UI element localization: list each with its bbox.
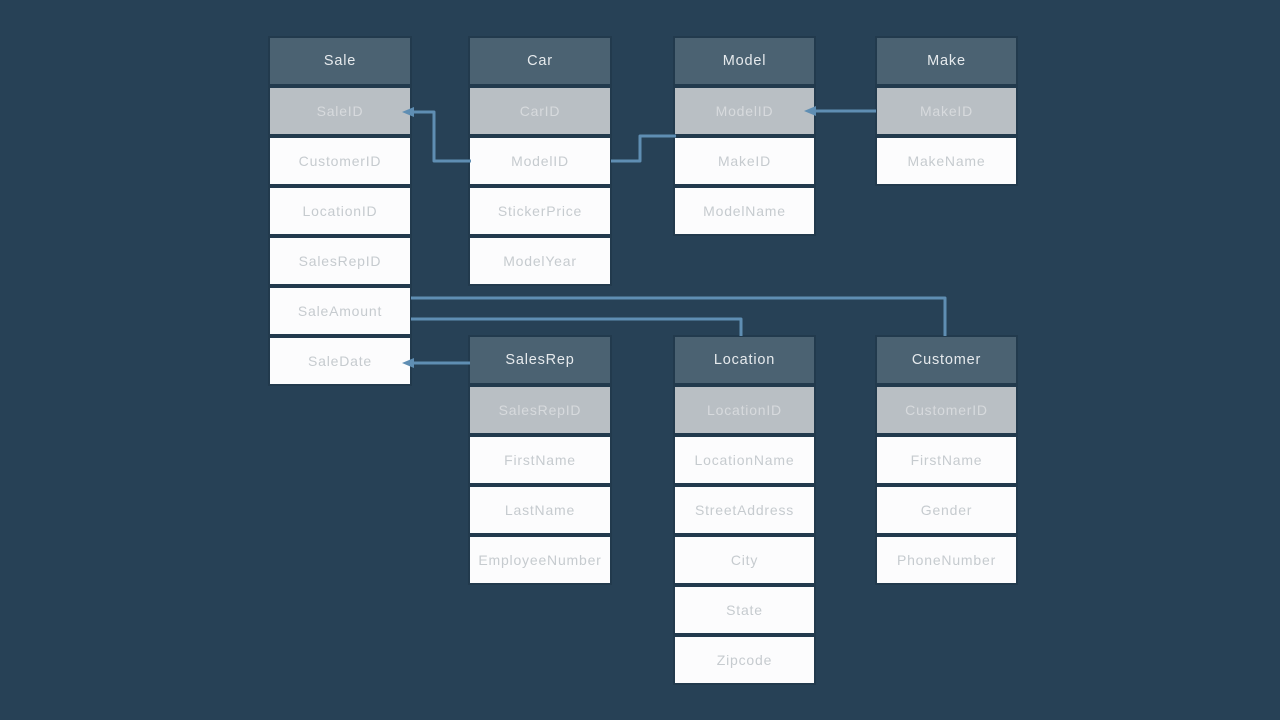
- table-field[interactable]: FirstName: [468, 435, 612, 485]
- table-title: Car: [468, 36, 612, 86]
- table-field[interactable]: City: [673, 535, 816, 585]
- table-field[interactable]: ModelID: [468, 136, 612, 186]
- table-field[interactable]: LastName: [468, 485, 612, 535]
- table-key-field[interactable]: SaleID: [268, 86, 412, 136]
- relationship-line-car-modelid-to-model: [611, 134, 676, 163]
- table-field[interactable]: Zipcode: [673, 635, 816, 685]
- table-field[interactable]: State: [673, 585, 816, 635]
- table-field[interactable]: EmployeeNumber: [468, 535, 612, 585]
- table-title: SalesRep: [468, 335, 612, 385]
- table-field[interactable]: CustomerID: [268, 136, 412, 186]
- table-key-field[interactable]: ModelID: [673, 86, 816, 136]
- table-key-field[interactable]: MakeID: [875, 86, 1018, 136]
- table-field[interactable]: PhoneNumber: [875, 535, 1018, 585]
- table-field[interactable]: ModelYear: [468, 236, 612, 286]
- relationship-line-sale-to-location: [411, 317, 743, 336]
- table-key-field[interactable]: SalesRepID: [468, 385, 612, 435]
- table-field[interactable]: StickerPrice: [468, 186, 612, 236]
- relationship-line-sale-to-customer: [411, 296, 947, 336]
- table-field[interactable]: MakeID: [673, 136, 816, 186]
- relationship-line-sale-saleid-to-car-modelid: [412, 110, 471, 163]
- table-field[interactable]: LocationID: [268, 186, 412, 236]
- table-title: Model: [673, 36, 816, 86]
- table-field[interactable]: Gender: [875, 485, 1018, 535]
- table-title: Sale: [268, 36, 412, 86]
- table-key-field[interactable]: CustomerID: [875, 385, 1018, 435]
- table-field[interactable]: SaleAmount: [268, 286, 412, 336]
- table-field[interactable]: SalesRepID: [268, 236, 412, 286]
- table-field[interactable]: MakeName: [875, 136, 1018, 186]
- table-key-field[interactable]: CarID: [468, 86, 612, 136]
- table-field[interactable]: StreetAddress: [673, 485, 816, 535]
- table-field[interactable]: LocationName: [673, 435, 816, 485]
- table-field[interactable]: ModelName: [673, 186, 816, 236]
- table-title: Customer: [875, 335, 1018, 385]
- table-key-field[interactable]: LocationID: [673, 385, 816, 435]
- table-field[interactable]: SaleDate: [268, 336, 412, 386]
- table-title: Location: [673, 335, 816, 385]
- table-title: Make: [875, 36, 1018, 86]
- table-field[interactable]: FirstName: [875, 435, 1018, 485]
